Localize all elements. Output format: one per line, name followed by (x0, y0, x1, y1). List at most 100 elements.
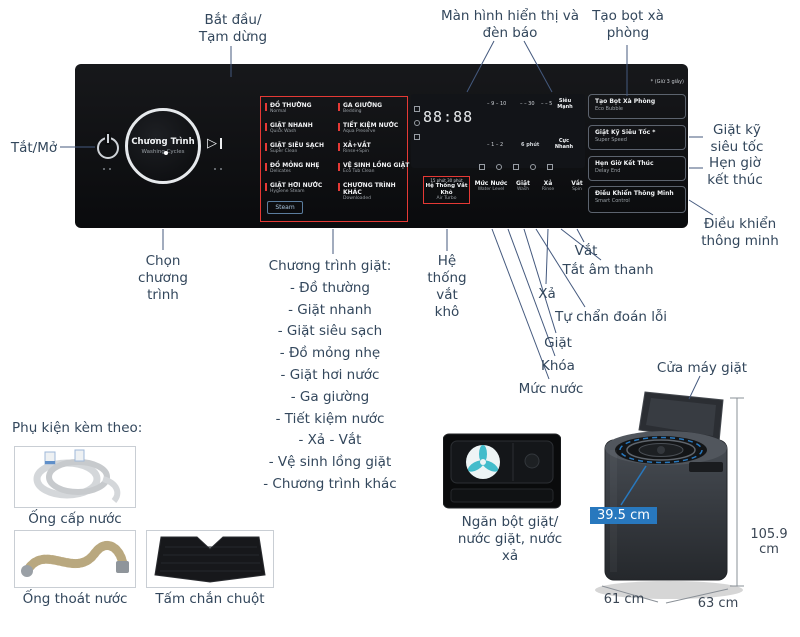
program-name: GIẶT HƠI NƯỚC (270, 182, 323, 189)
hold-note: * (Giữ 3 giây) (650, 79, 684, 85)
dimension-opening: 39.5 cm (590, 507, 657, 524)
steam-logo-text: Steam (275, 204, 295, 211)
program-bullet (265, 163, 267, 171)
program-sub: Downloaded (343, 196, 371, 202)
wash-scale: – 1 – 2 (487, 142, 504, 148)
water-level-scale: – 9 – 10 (487, 101, 507, 107)
program-name: GIẶT SIÊU SẠCH (270, 142, 324, 149)
program-bullet (265, 143, 267, 151)
start-led (220, 168, 222, 170)
program-bullet (338, 163, 340, 171)
power-button[interactable] (97, 134, 119, 159)
program-sub: Normal (270, 109, 287, 115)
program-name: XẢ+VẮT (343, 142, 371, 149)
program-name: ĐỒ MỎNG NHẸ (270, 162, 320, 169)
spin-dry-button[interactable]: 15 phút 30 phút Hệ Thống Vắt Khô Air Tur… (423, 176, 470, 204)
program-bullet (338, 183, 340, 191)
program-name: ĐỒ THƯỜNG (270, 102, 312, 109)
super-speed-button[interactable]: Giặt Kỹ Siêu Tốc * Super Speed (588, 125, 686, 150)
program-list-item: - Đồ mỏng nhẹ (279, 345, 381, 362)
water-level-button[interactable]: Mức Nước Water Level (469, 180, 513, 192)
play-icon: ▷ (207, 136, 217, 151)
program-dial[interactable]: Chương Trình Washing Cycles (125, 108, 201, 184)
water-supply-hose-image (14, 446, 136, 508)
button-name: Xả (543, 180, 553, 187)
program-list-item: - Tiết kiệm nước (275, 410, 385, 427)
program-sub: Super Clean (270, 149, 298, 155)
program-sub: Rinse+Spin (343, 149, 369, 155)
button-sub: Rinse (541, 187, 555, 193)
spin-dry-times: 15 phút 30 phút (430, 178, 463, 183)
callout-smart-control: Điều khiển thông minh (701, 216, 779, 249)
program-list-item: - Giặt siêu sạch (277, 323, 383, 340)
intensity-label: Siêu Mạnh (557, 98, 573, 110)
feature-name: Giặt Kỹ Siêu Tốc * (595, 129, 656, 136)
program-list-item: - Chương trình khác (263, 475, 397, 492)
accessory-label-rat-guard: Tấm chắn chuột (155, 591, 265, 607)
self-clean-icon (513, 164, 519, 170)
button-sub: Wash (516, 187, 530, 193)
quick-time-label: 6 phút (521, 142, 540, 148)
callout-select-program: Chọn chương trình (138, 253, 188, 303)
feature-sub: Super Speed (595, 136, 627, 143)
delay-end-button[interactable]: Hẹn Giờ Kết Thúc Delay End (588, 156, 686, 181)
start-pause-button[interactable]: ▷ (207, 137, 222, 150)
bubble-icon (414, 106, 420, 112)
program-sub: Eco Tub Clean (343, 169, 375, 175)
smart-control-button[interactable]: Điều Khiển Thông Minh Smart Control (588, 186, 686, 213)
dial-marker-icon (164, 151, 168, 155)
callout-display: Màn hình hiển thị và đèn báo (440, 8, 580, 41)
button-sub: Spin (572, 187, 582, 193)
callout-spin: Vắt (574, 243, 598, 259)
dimension-width: 61 cm (603, 592, 645, 607)
rinse-button[interactable]: Xả Rinse (526, 180, 570, 192)
program-list-callout: Chương trình giặt: - Đồ thường - Giặt nh… (245, 256, 415, 496)
spin-button[interactable]: Vắt Spin (555, 180, 599, 192)
wash-button[interactable]: Giặt Wash (501, 180, 545, 192)
program-bullet (338, 143, 340, 151)
dimension-height: 105.9 cm (750, 527, 788, 557)
program-list-item: - Ga giường (290, 388, 370, 405)
accessories-heading: Phụ kiện kèm theo: (12, 420, 143, 436)
feature-sub: Smart Control (595, 197, 630, 204)
callout-wash: Giặt (544, 335, 572, 351)
program-sub: Bedding (343, 109, 362, 115)
display-screen (411, 94, 585, 168)
pause-icon (220, 138, 222, 149)
callout-self-diagnosis: Tự chẩn đoán lỗi (555, 309, 667, 325)
callout-water-level: Mức nước (518, 381, 584, 397)
detergent-drawer-image (442, 431, 562, 515)
program-bullet (265, 183, 267, 191)
callout-spin-dry-system: Hệ thống vắt khô (427, 253, 467, 320)
program-list-item: - Giặt nhanh (288, 301, 372, 318)
eco-bubble-button[interactable]: Tạo Bọt Xà Phòng Eco Bubble (588, 94, 686, 119)
program-sub: Hygiene Steam (270, 189, 305, 195)
program-list-heading: Chương trình giặt: (268, 258, 392, 274)
washing-machine-image (585, 378, 770, 614)
callout-rinse: Xả (538, 286, 556, 302)
program-sub: Delicates (270, 169, 291, 175)
accessory-label-drain-hose: Ống thoát nước (22, 591, 128, 607)
water-level-scale: – – 5 (541, 101, 553, 107)
program-bullet (265, 123, 267, 131)
callout-delay-end: Hẹn giờ kết thúc (707, 155, 763, 188)
steam-indicator-icon (414, 120, 420, 126)
steam-logo: Steam (267, 201, 303, 214)
program-sub: Aqua Preserve (343, 129, 376, 135)
program-bullet (265, 103, 267, 111)
program-bullet (338, 123, 340, 131)
water-level-scale: – – 30 (520, 101, 535, 107)
program-name: CHƯƠNG TRÌNH KHÁC (343, 182, 396, 197)
